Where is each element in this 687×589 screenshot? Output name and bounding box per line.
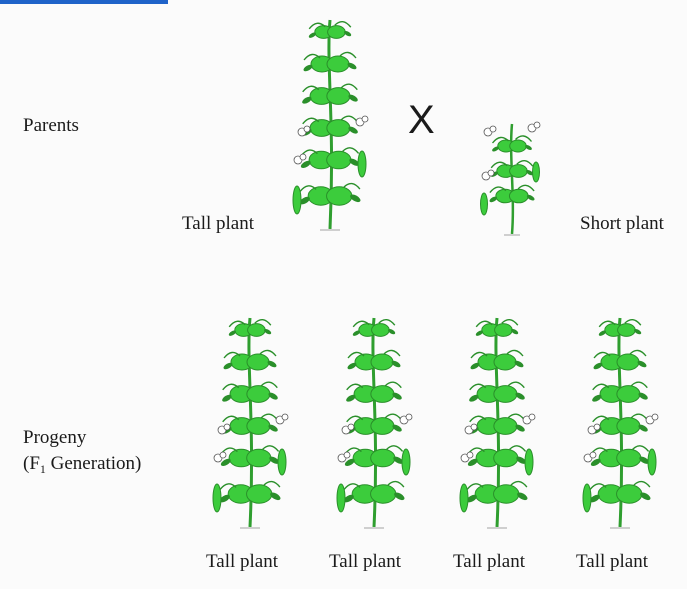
progeny-label-3: Tall plant	[453, 552, 525, 573]
progeny-label-2: Tall plant	[329, 552, 401, 573]
progeny-row-label: Progeny	[23, 428, 86, 449]
short-parent-label: Short plant	[580, 214, 664, 235]
short-parent-plant-icon	[474, 116, 554, 240]
top-accent-bar	[0, 0, 168, 4]
tall-parent-label: Tall plant	[182, 214, 254, 235]
progeny-plant-4-icon	[570, 312, 670, 532]
progeny-plant-3-icon	[447, 312, 547, 532]
tall-parent-plant-icon	[280, 14, 380, 234]
progeny-plant-1-icon	[200, 312, 300, 532]
generation-prefix: (F	[23, 453, 40, 474]
progeny-label-1: Tall plant	[206, 552, 278, 573]
cross-symbol: X	[408, 100, 435, 140]
progeny-plant-2-icon	[324, 312, 424, 532]
progeny-label-4: Tall plant	[576, 552, 648, 573]
f1-generation-label: (F1 Generation)	[23, 454, 141, 476]
parents-row-label: Parents	[23, 116, 79, 137]
generation-suffix: Generation)	[46, 453, 141, 474]
